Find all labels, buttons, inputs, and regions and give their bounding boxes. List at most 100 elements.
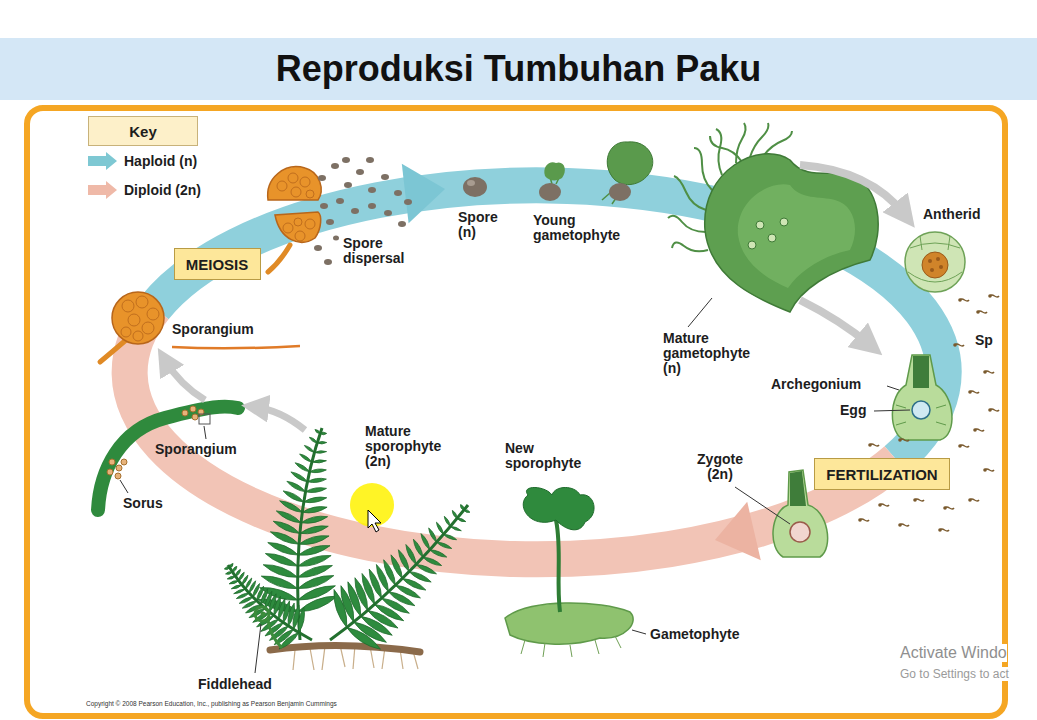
spore-dispersal [356,169,364,175]
sporangium-burst [305,219,315,229]
sperm [968,498,972,502]
cycle-band [130,164,944,561]
spore [463,177,487,197]
fern-frond [298,555,331,566]
mature-gametophyte [738,184,855,288]
spore-dispersal [314,245,322,251]
mature-gametophyte [768,234,776,242]
sporangium-whole [133,331,143,341]
leader-line [874,410,910,411]
spore-dispersal [326,219,334,225]
stage-label: Mature gametophyte (n) [663,331,763,376]
antheridium [922,252,948,278]
sporangium-whole [112,292,164,344]
rhizome [270,645,420,670]
title-bar: Reproduksi Tumbuhan Paku [0,38,1037,100]
rhizome [310,648,314,670]
leader-line [204,426,206,439]
sorus-leaf [190,406,196,412]
fern-frond [305,488,326,493]
antheridium [930,268,934,272]
new-sporophyte [595,640,599,654]
fern-frond [283,491,304,502]
fern-frond [261,576,297,589]
fern-frond [287,481,306,491]
sperm [898,438,902,442]
sporangium-burst [275,212,321,242]
sporangium-whole [136,296,148,308]
mature-gametophyte [672,242,708,251]
spore-dispersal [394,190,402,196]
antheridium [928,257,943,272]
sporangium-whole [121,327,131,337]
spore-dispersal [344,182,352,188]
sperm [976,310,980,314]
part-label: Sporangium [172,322,254,337]
mature-gametophyte [710,136,742,162]
sporangium-whole [100,340,126,362]
young-gametophyte [609,183,631,201]
spore-dispersal [320,203,328,209]
spore-dispersal [333,236,339,241]
antheridium [948,236,950,250]
sporangium-burst [268,167,321,272]
fern-frond [270,532,299,544]
sperm [858,294,999,532]
fiddlehead [255,607,269,621]
archegonium [896,405,906,408]
antheridium [920,236,922,250]
antheridium [928,259,932,263]
gray-arrow [165,360,205,400]
fern-frond [429,528,437,542]
sperm [988,294,992,298]
mature-gametophyte [756,221,764,229]
zygote-archegonium [790,471,806,506]
new-sporophyte [521,640,525,654]
part-label: Sporangium [155,442,237,457]
new-sporophyte [570,645,572,657]
sporangium-whole [122,300,134,312]
leader-line [255,624,261,673]
fern-frond [233,566,237,572]
sporangium-whole [121,296,159,341]
archegonium [892,355,952,440]
legend-key-box: Key [88,116,198,146]
archegonium [912,401,930,419]
fern-frond [236,569,241,576]
rhizome [322,646,325,670]
legend-swatch [88,152,117,170]
sorus-leaf [98,406,238,510]
sporangium-burst [291,187,301,197]
process-label-box: MEIOSIS [174,248,261,280]
cycle-band [402,164,445,224]
fiddlehead [268,620,282,648]
spore-dispersal [366,157,374,163]
zygote-archegonium [790,522,810,542]
fern-frond [291,472,307,482]
title-text: Reproduksi Tumbuhan Paku [276,48,761,90]
fern-frond [464,510,470,513]
new-sporophyte [556,520,560,612]
gray-arrow [800,165,905,215]
archegonium [892,355,952,440]
sperm [938,528,942,532]
fern-frond [314,451,326,454]
highlight-underline [172,346,300,348]
sperm [988,408,992,412]
sperm [958,444,962,448]
fern-frond [226,572,233,575]
fern-frond [236,593,249,599]
fern-frond [224,428,470,649]
legend-swatch-holder [88,181,118,199]
spore-dispersal [324,259,332,265]
fern-frond [265,554,298,567]
spore-dispersal [368,187,376,193]
young-gametophyte [607,142,653,185]
sorus-leaf [199,414,210,424]
fern-frond [301,516,328,523]
antheridium [908,236,962,282]
sporangium-whole [100,292,164,362]
fern-frond [231,585,242,589]
spore-dispersal [331,163,339,169]
part-label: Sorus [123,496,163,511]
